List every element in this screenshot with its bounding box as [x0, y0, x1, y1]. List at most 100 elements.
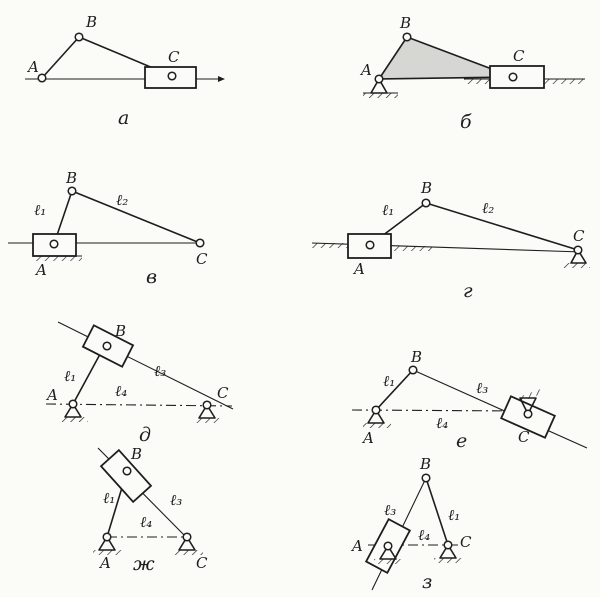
joint-a: [102, 532, 112, 542]
label-l1: ℓ₁: [382, 201, 394, 219]
label-c: C: [196, 554, 208, 572]
label-c: C: [168, 48, 180, 66]
label-b: B: [420, 179, 432, 197]
figure-a: A B C а: [25, 13, 225, 129]
label-l1: ℓ₁: [64, 367, 76, 385]
joint-c: [523, 409, 533, 419]
joint-b: [408, 365, 418, 375]
guide-line: [57, 321, 234, 410]
label-l1: ℓ₁: [383, 372, 395, 390]
ground-hatch-a: [363, 423, 391, 428]
label-c: C: [196, 250, 208, 268]
label-b: B: [85, 13, 97, 31]
caption-v: в: [146, 266, 157, 288]
guide-arrow-icon: [218, 76, 225, 82]
ground-hatch: [33, 256, 82, 261]
label-a: A: [26, 58, 39, 76]
label-l1: ℓ₁: [34, 201, 46, 219]
figure-z: B A C ℓ₃ ℓ₁ ℓ₄ з: [350, 455, 472, 593]
caption-z: з: [422, 571, 432, 593]
joint-c: [508, 72, 518, 82]
label-b: B: [114, 322, 126, 340]
label-b: B: [130, 445, 142, 463]
figure-g: B A C ℓ₁ ℓ₂ г: [311, 179, 590, 302]
link-l2: [425, 202, 579, 251]
joint-a: [49, 239, 59, 249]
ground-hatch-mid: [392, 246, 432, 251]
caption-d: д: [139, 424, 151, 446]
label-l1: ℓ₁: [448, 506, 460, 524]
joint-b: [402, 32, 412, 42]
ground-hatch-c: [194, 418, 222, 423]
frame-centerline: [351, 409, 525, 412]
label-b: B: [65, 169, 77, 187]
label-a: A: [45, 386, 58, 404]
label-c: C: [217, 384, 229, 402]
slider-b: [99, 448, 153, 504]
figure-d: B A C ℓ₁ ℓ₃ ℓ₄ д: [45, 321, 234, 446]
joint-a: [374, 74, 384, 84]
label-a: A: [361, 429, 374, 447]
joint-b: [122, 466, 132, 476]
caption-zh: ж: [133, 553, 155, 575]
ground-hatch: [363, 93, 398, 98]
label-a: A: [34, 261, 47, 279]
caption-e: е: [456, 430, 467, 452]
label-l3: ℓ₃: [476, 379, 488, 397]
label-c: C: [460, 533, 472, 551]
label-a: A: [359, 61, 372, 79]
label-c: C: [573, 227, 585, 245]
label-b: B: [419, 455, 431, 473]
joint-c: [167, 71, 177, 81]
label-l4: ℓ₄: [140, 513, 152, 531]
joint-c: [443, 540, 453, 550]
joint-c: [182, 532, 192, 542]
figure-v: B A C ℓ₁ ℓ₂ в: [8, 169, 208, 288]
figure-b: A B C б: [359, 14, 585, 133]
label-c: C: [513, 47, 525, 65]
label-l3: ℓ₃: [170, 491, 182, 509]
joint-c: [195, 238, 205, 248]
ground-hatch-a: [93, 550, 123, 555]
label-l4: ℓ₄: [418, 526, 430, 544]
label-l3: ℓ₃: [154, 362, 166, 380]
label-l1: ℓ₁: [103, 489, 115, 507]
label-a: A: [98, 554, 111, 572]
label-l2: ℓ₂: [482, 199, 494, 217]
joint-a: [365, 240, 375, 250]
caption-b: б: [460, 111, 472, 133]
label-l4: ℓ₄: [436, 414, 448, 432]
label-l4: ℓ₄: [115, 382, 127, 400]
joint-a: [68, 399, 78, 409]
label-c: C: [518, 428, 530, 446]
joint-a: [371, 405, 381, 415]
ground-hatch-left: [312, 243, 350, 248]
joint-b: [421, 473, 431, 483]
figure-e: B A C ℓ₁ ℓ₃ ℓ₄ е: [351, 348, 588, 452]
label-l2: ℓ₂: [116, 191, 128, 209]
caption-g: г: [463, 280, 473, 302]
crank-ab: [41, 36, 80, 79]
joint-b: [421, 198, 431, 208]
ground-hatch-c: [434, 558, 462, 563]
caption-a: а: [118, 107, 129, 129]
link-l1: [425, 477, 449, 546]
joint-c: [573, 245, 583, 255]
link-l1: [375, 369, 414, 411]
joint-a: [383, 541, 393, 551]
frame-centerline: [45, 403, 233, 407]
ground-hatch-c: [516, 388, 545, 403]
joint-b: [67, 186, 77, 196]
ground-hatch-a: [374, 559, 402, 564]
ground-hatch-a: [60, 417, 88, 422]
link-l2: [71, 190, 201, 244]
guide-line: [412, 369, 588, 449]
label-a: A: [350, 537, 363, 555]
label-b: B: [410, 348, 422, 366]
figure-zh: B A C ℓ₁ ℓ₃ ℓ₄ ж: [93, 445, 208, 575]
joint-b: [74, 32, 84, 42]
link-ab: [378, 36, 408, 80]
rigid-body-shading: [379, 37, 513, 79]
joint-c: [202, 400, 212, 410]
